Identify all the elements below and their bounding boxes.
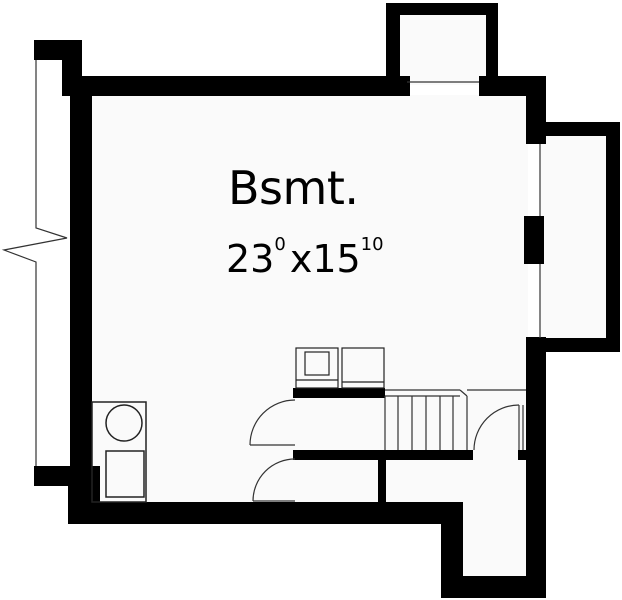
room-width-feet: 23 — [226, 237, 275, 281]
room-depth-feet: 15 — [312, 237, 361, 281]
break-line — [1, 60, 68, 466]
floor-area — [90, 15, 606, 580]
window-lines — [407, 81, 541, 338]
exterior-walls — [34, 3, 620, 598]
stairs — [384, 389, 526, 450]
water-heater-furnace — [295, 347, 385, 389]
washer-dryer — [91, 401, 147, 503]
room-depth-inches: 10 — [360, 234, 384, 255]
dimension-separator: x — [289, 237, 313, 281]
room-name-label: Bsmt. — [228, 161, 359, 215]
interior-walls — [293, 388, 528, 506]
room-width-inches: 0 — [274, 234, 286, 255]
doors — [249, 399, 524, 502]
